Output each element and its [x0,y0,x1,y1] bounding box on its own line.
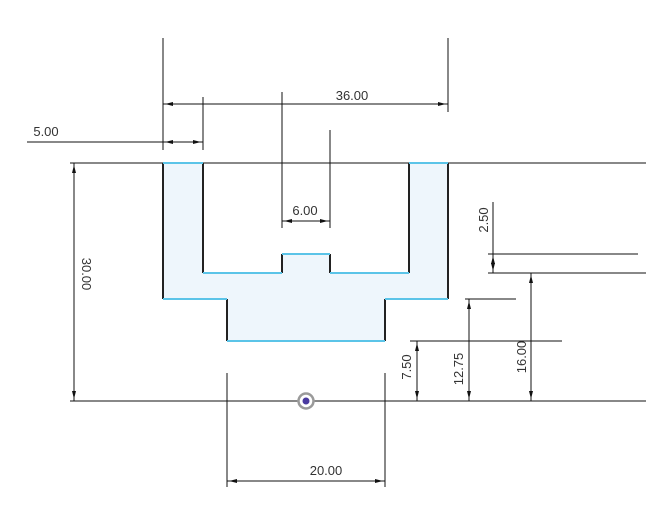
dimension-width-36[interactable]: 36.00 [163,88,448,106]
dimension-label-2-5: 2.50 [476,207,491,232]
dimension-label-36: 36.00 [336,88,369,103]
dimension-label-7-5: 7.50 [399,354,414,379]
dimension-h-16[interactable]: 16.00 [514,273,533,401]
dimension-label-16: 16.00 [514,341,529,374]
origin-point-icon[interactable] [297,392,315,410]
dimension-slot-6[interactable]: 6.00 [282,203,330,223]
dimension-h-12-75[interactable]: 12.75 [451,299,471,401]
profile-highlight-edges [163,162,448,342]
extension-lines [27,38,646,487]
dimension-label-6: 6.00 [292,203,317,218]
dimension-step-2-5[interactable]: 2.50 [476,202,495,273]
profile-shape[interactable] [163,163,448,341]
dimension-label-30: 30.00 [79,258,94,291]
dimension-label-20: 20.00 [310,463,343,478]
profile-edges [162,163,449,341]
dimension-height-30[interactable]: 30.00 [72,163,94,401]
dimension-label-12-75: 12.75 [451,353,466,386]
dimension-label-5: 5.00 [33,124,58,139]
dimension-h-7-5[interactable]: 7.50 [399,341,419,401]
dimension-base-20[interactable]: 20.00 [227,463,385,483]
dimension-wall-5[interactable]: 5.00 [33,124,203,144]
